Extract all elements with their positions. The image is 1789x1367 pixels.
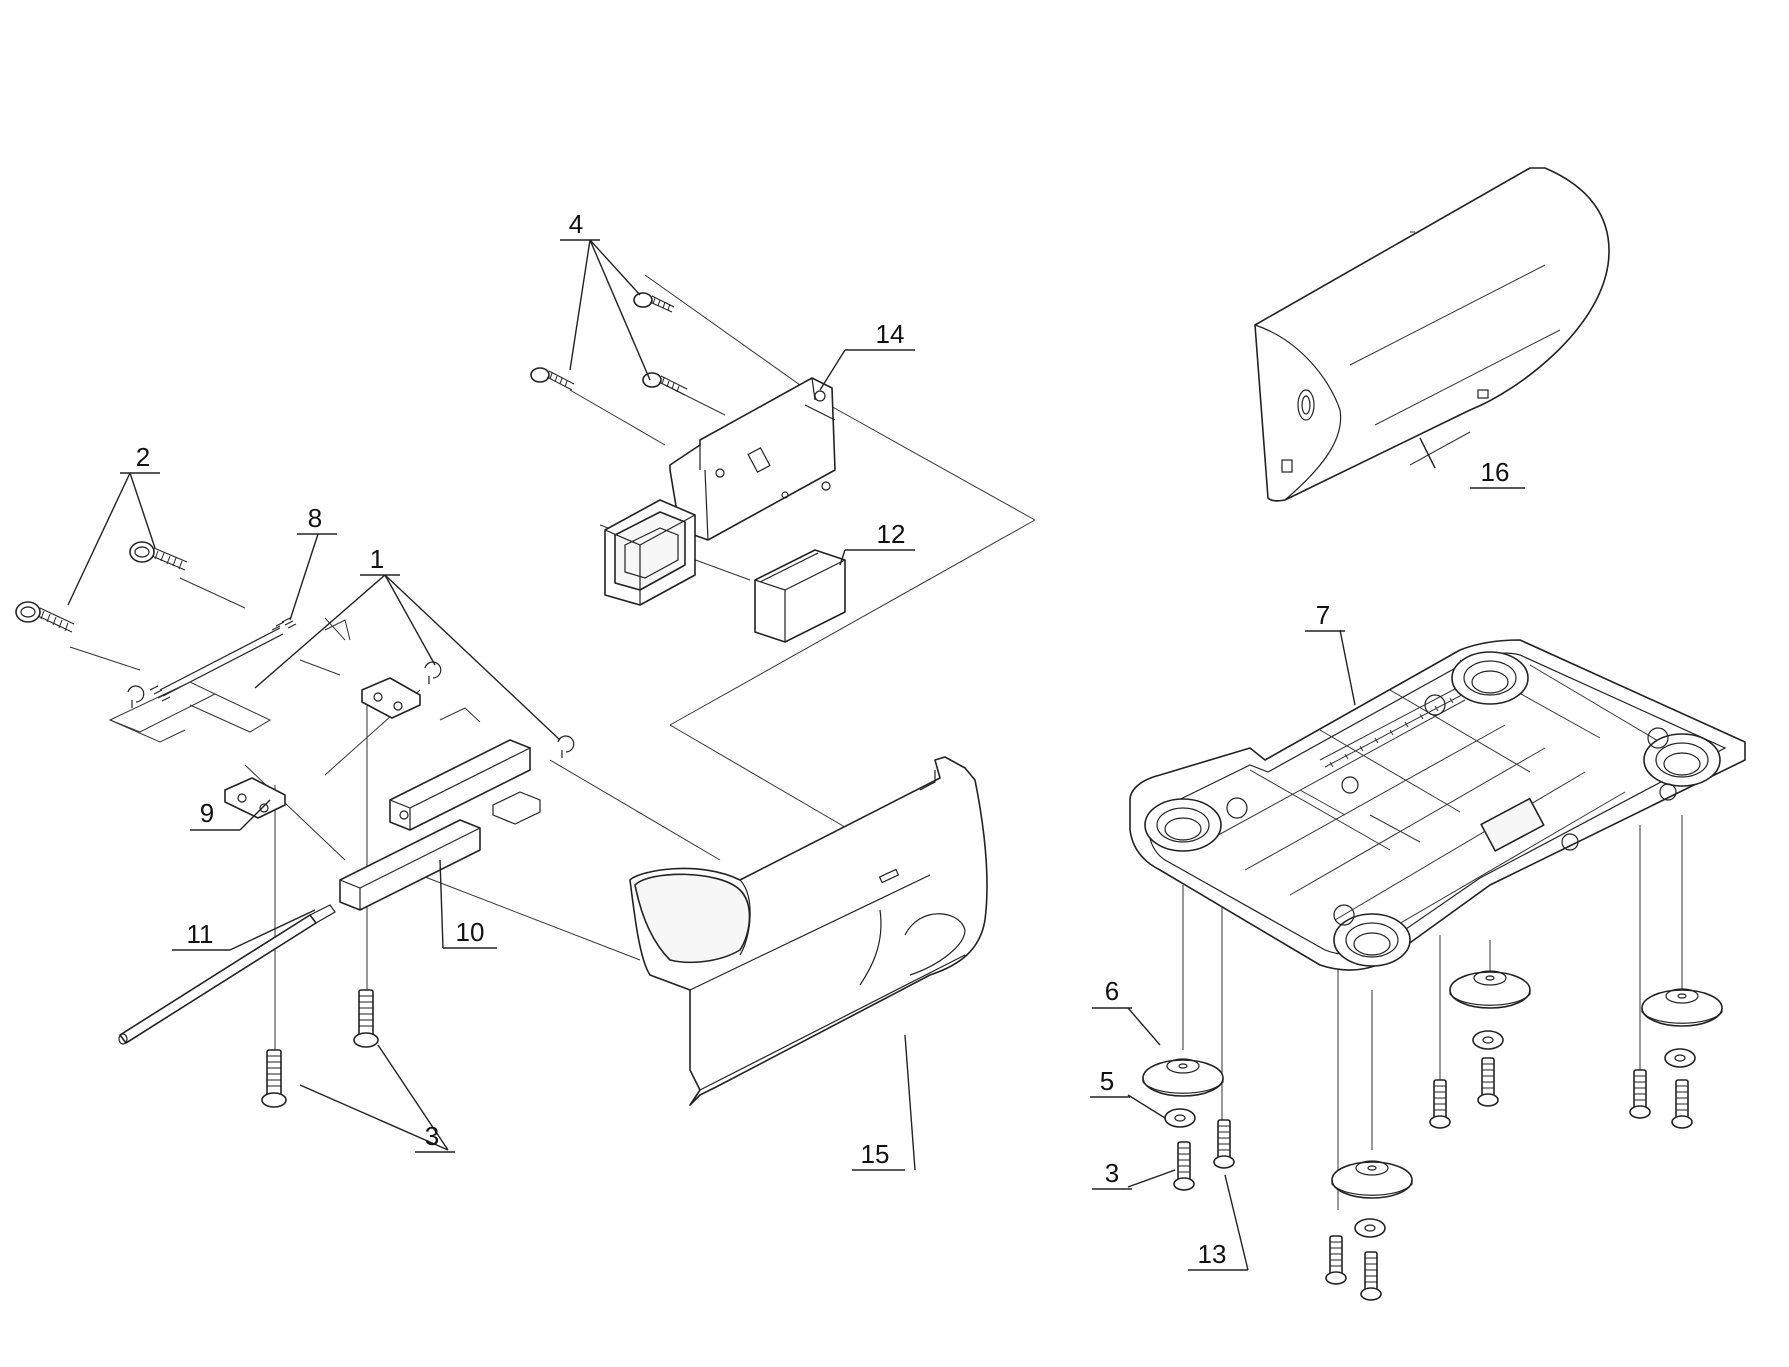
part-8-spring (149, 617, 297, 702)
callout-16-text: 16 (1481, 457, 1510, 487)
callout-12: 12 (845, 519, 915, 551)
callout-15: 15 (852, 1139, 905, 1171)
callout-3-right: 3 (1092, 1158, 1132, 1190)
callout-14-text: 14 (876, 319, 905, 349)
callout-14: 14 (845, 319, 915, 351)
callout-6: 6 (1092, 976, 1132, 1009)
callout-7-text: 7 (1316, 600, 1330, 630)
callout-2-text: 2 (136, 442, 150, 472)
callout-9-text: 9 (200, 798, 214, 828)
callout-11-text: 11 (187, 919, 214, 949)
callout-15-text: 15 (861, 1139, 890, 1169)
part-16-cover (1254, 167, 1610, 502)
part-2-screws (15, 541, 188, 633)
callout-12-text: 12 (877, 519, 906, 549)
part-15-housing (629, 756, 988, 1106)
callout-7: 7 (1305, 600, 1345, 632)
mounting-plates (108, 619, 541, 911)
callout-9: 9 (190, 798, 240, 831)
callout-10: 10 (443, 917, 497, 949)
part-5-washers (1164, 1030, 1696, 1238)
callout-10-text: 10 (456, 917, 485, 947)
callout-3a-text: 3 (425, 1121, 439, 1151)
callout-1-text: 1 (370, 544, 384, 574)
callout-2: 2 (120, 442, 160, 474)
callout-6-text: 6 (1105, 976, 1119, 1006)
callout-5-text: 5 (1100, 1066, 1114, 1096)
part-3-screws-left (261, 989, 379, 1108)
callout-3-left: 3 (415, 1121, 455, 1153)
part-1-clips (127, 661, 575, 758)
part-12-block (754, 549, 846, 643)
callout-4: 4 (560, 209, 600, 241)
callout-8-text: 8 (308, 503, 322, 533)
callout-13: 13 (1188, 1239, 1248, 1271)
callout-4-text: 4 (569, 209, 583, 239)
part-6-feet (1142, 970, 1723, 1199)
part-11-shaft (118, 904, 336, 1045)
leader-lines (67, 239, 1436, 1271)
callout-8: 8 (297, 503, 337, 535)
callout-5: 5 (1090, 1066, 1130, 1098)
part-7-base-tray (1129, 639, 1746, 971)
part-14-bracket (604, 377, 836, 606)
callout-1: 1 (360, 544, 400, 576)
part-4-screws (530, 292, 688, 396)
callout-16: 16 (1470, 457, 1525, 489)
callout-11: 11 (172, 919, 230, 951)
callout-labels: 1 2 3 3 4 5 6 7 (120, 209, 1525, 1271)
callout-3b-text: 3 (1105, 1158, 1119, 1188)
part-3-13-screws-right (1173, 1057, 1693, 1301)
callout-13-text: 13 (1198, 1239, 1227, 1269)
